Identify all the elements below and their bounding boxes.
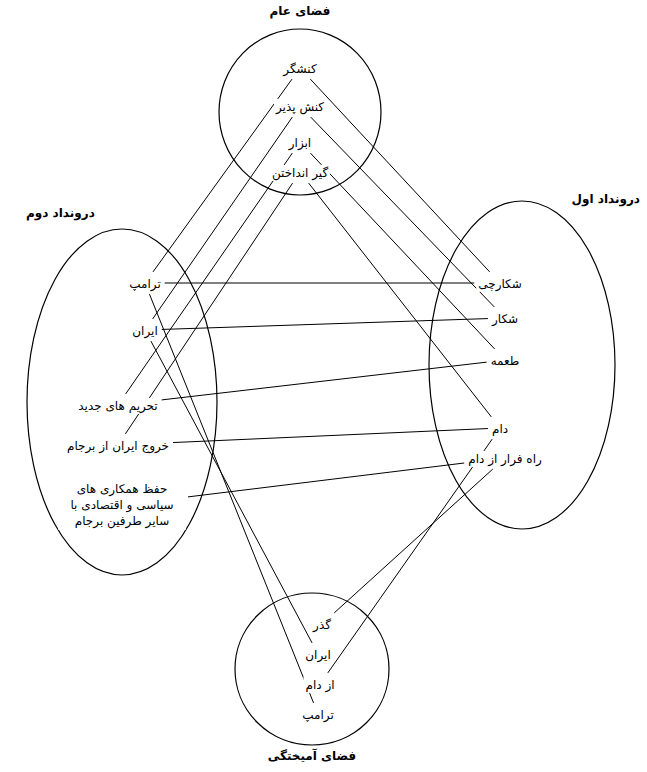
concept-item: طعمه — [489, 351, 522, 369]
concept-text: کنشگر — [281, 61, 318, 77]
concept-item: ترامپ — [300, 705, 336, 723]
concept-item: گیر انداختن — [270, 163, 330, 181]
concept-item: حفظ همکاری های سیاسی و اقتصادی با سایر ط… — [58, 481, 186, 530]
mapping-line — [309, 183, 492, 417]
concept-item: شکارچی — [476, 274, 524, 292]
ellipse-shape — [219, 29, 381, 195]
concept-item: ترامپ — [127, 274, 163, 292]
concept-text: دام — [490, 421, 510, 437]
concept-item: گذر — [311, 615, 333, 633]
space-ellipse: درونداد دومترامپایرانتحریم های جدیدخروج … — [26, 228, 218, 576]
mapping-line — [125, 183, 292, 434]
concept-text: ترامپ — [127, 276, 163, 292]
ellipse-shape — [429, 201, 615, 529]
concept-item: از دام — [303, 675, 336, 693]
ellipse-shape — [27, 229, 217, 575]
concept-text: حفظ همکاری های سیاسی و اقتصادی با سایر ط… — [58, 481, 186, 530]
mapping-line — [311, 117, 495, 307]
concept-item: خروج ایران از برجام — [65, 436, 171, 454]
ellipse-outline — [428, 200, 616, 530]
mapping-line — [310, 79, 489, 272]
concept-text: از دام — [303, 677, 336, 693]
space-ellipse: درونداد اولشکارچیشکارطعمهدامراه فرار از … — [428, 200, 616, 530]
mapping-line — [162, 362, 487, 400]
concept-item: کنش پذیر — [274, 97, 326, 115]
concept-text: کنش پذیر — [274, 99, 326, 115]
concept-text: تحریم های جدید — [76, 398, 159, 414]
space-heading: درونداد دوم — [26, 206, 95, 220]
mapping-line — [126, 153, 293, 394]
concept-text: طعمه — [489, 353, 522, 369]
concept-text: ابزار — [287, 135, 313, 151]
concept-text: ایران — [303, 647, 332, 663]
concept-text: ایران — [130, 323, 159, 339]
concept-item: تحریم های جدید — [76, 396, 159, 414]
concept-text: راه فرار از دام — [466, 451, 544, 467]
space-heading: فضای عام — [270, 4, 331, 18]
concept-item: ایران — [303, 645, 332, 663]
mapping-line — [173, 429, 488, 443]
space-heading: درونداد اول — [572, 192, 640, 206]
concept-item: ایران — [130, 321, 159, 339]
concept-item: شکار — [490, 309, 520, 327]
concept-text: شکار — [490, 311, 520, 327]
ellipse-shape — [235, 593, 389, 745]
concept-item: کنشگر — [281, 59, 318, 77]
mapping-line — [188, 463, 464, 497]
mapping-line — [165, 283, 474, 284]
mapping-line — [328, 439, 492, 673]
mapping-line — [162, 319, 488, 330]
space-heading: فضای آمیختگی — [268, 749, 356, 763]
concept-text: گذر — [311, 617, 333, 633]
space-ellipse: فضای عامکنشگرکنش پذیرابزارگیر انداختن — [218, 28, 382, 196]
concept-item: راه فرار از دام — [466, 449, 544, 467]
concept-text: شکارچی — [476, 276, 524, 292]
mapping-line — [334, 469, 493, 613]
concept-text: خروج ایران از برجام — [65, 438, 171, 454]
concept-item: دام — [490, 419, 510, 437]
concept-text: ترامپ — [300, 707, 336, 723]
concept-item: ابزار — [287, 133, 313, 151]
space-ellipse: فضای آمیختگیگذرایراناز دامترامپ — [234, 592, 390, 746]
concept-text: گیر انداختن — [270, 165, 330, 181]
